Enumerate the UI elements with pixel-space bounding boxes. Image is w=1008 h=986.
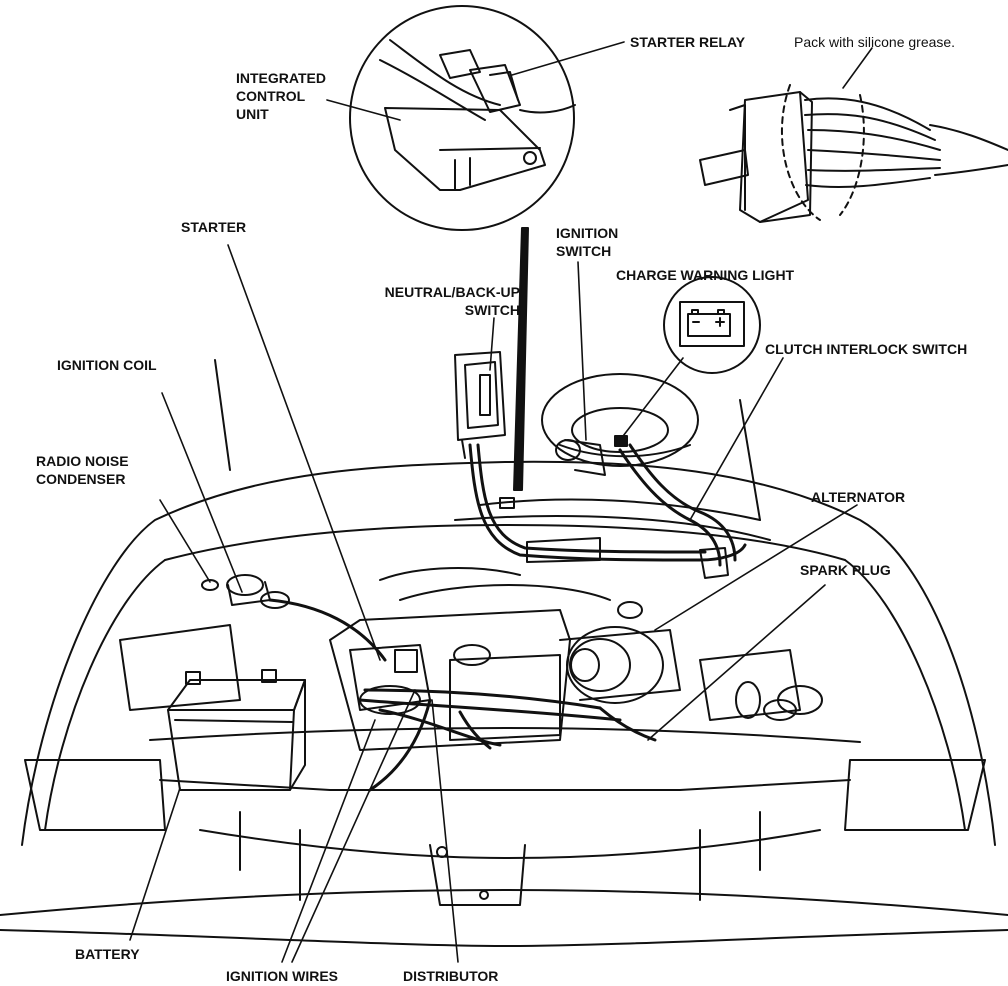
radio-noise-condenser-drawing	[201, 579, 219, 591]
neutral-backup-switch-drawing	[454, 351, 506, 459]
inset-connector-plug	[499, 497, 515, 509]
alternator-drawing	[559, 601, 681, 704]
starter-relay-label: STARTER RELAY	[630, 34, 746, 50]
charge-warning-light-detail	[663, 276, 761, 374]
charge-warning-light-label: CHARGE WARNING LIGHT	[616, 267, 795, 283]
ignition-coil-label: IGNITION COIL	[57, 357, 157, 373]
ignition-wires-label: IGNITION WIRES	[226, 968, 338, 984]
neutral-backup-switch-label: NEUTRAL/BACK-UP SWITCH	[370, 283, 520, 319]
battery-label: BATTERY	[75, 946, 140, 962]
integrated-control-unit-line-2: CONTROL	[236, 88, 306, 104]
connector-detail	[699, 84, 1008, 223]
neutral-backup-switch-line-2: SWITCH	[464, 302, 520, 318]
leader-lines	[129, 41, 873, 963]
starter-label: STARTER	[181, 219, 247, 235]
spark-plug-label: SPARK PLUG	[800, 562, 891, 578]
engine-block	[329, 567, 823, 751]
ignition-switch-line-2: SWITCH	[556, 243, 612, 259]
battery-drawing	[119, 624, 306, 791]
clutch-interlock-switch-label: CLUTCH INTERLOCK SWITCH	[765, 341, 968, 357]
neutral-backup-switch-line-1: NEUTRAL/BACK-UP	[384, 284, 520, 300]
radio-noise-condenser-line-1: RADIO NOISE	[36, 453, 129, 469]
distributor-label: DISTRIBUTOR	[403, 968, 499, 984]
alternator-label: ALTERNATOR	[811, 489, 906, 505]
radio-noise-condenser-label: RADIO NOISE CONDENSER	[36, 452, 129, 488]
control-unit-inset	[349, 5, 576, 231]
ignition-switch-label: IGNITION SWITCH	[556, 224, 618, 260]
integrated-control-unit-line-3: UNIT	[236, 106, 269, 122]
inset-connector-beam	[513, 227, 529, 491]
ignition-switch-line-1: IGNITION	[556, 225, 619, 241]
integrated-control-unit-label: INTEGRATED CONTROL UNIT	[236, 69, 326, 123]
ignition-switch-drawing	[555, 435, 628, 476]
radio-noise-condenser-line-2: CONDENSER	[36, 471, 126, 487]
ignition-wires-drawing	[268, 598, 657, 792]
ignition-coil-drawing	[226, 574, 290, 609]
wiring-harness	[468, 443, 747, 579]
integrated-control-unit-line-1: INTEGRATED	[236, 70, 326, 86]
car-body-outline	[0, 359, 1008, 947]
silicone-grease-note: Pack with silicone grease.	[794, 34, 956, 50]
